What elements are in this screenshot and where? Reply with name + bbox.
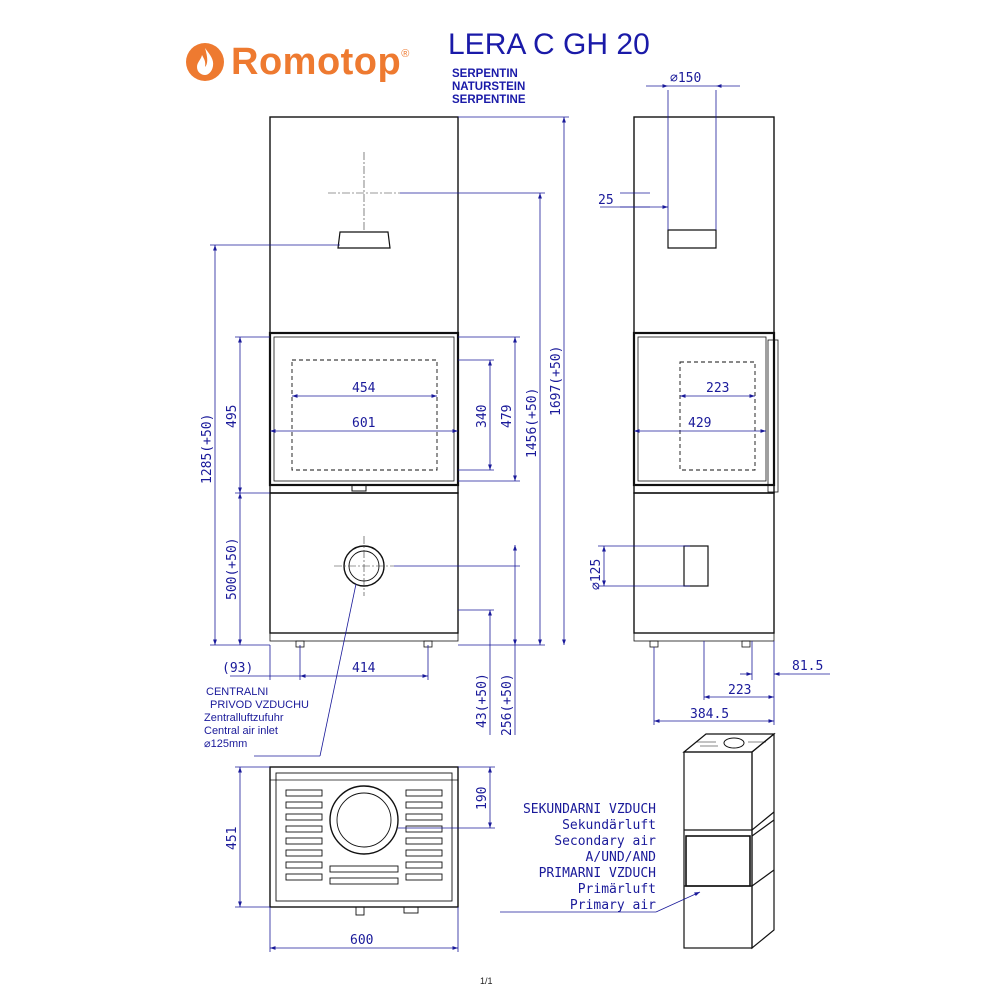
- air-note-line: A/UND/AND: [585, 850, 656, 865]
- iso-top-face: [682, 733, 776, 753]
- dimensions: [210, 84, 830, 952]
- central-air-note-line: PRIVOD VZDUCHU: [210, 699, 310, 711]
- side-view: [632, 90, 779, 648]
- side-plinth: [633, 632, 775, 642]
- dimension-labels: 454 601 340 479 495 1285(+50) 500(+50) 1…: [200, 71, 823, 948]
- central-air-note-line: Zentralluftzufuhr: [204, 712, 284, 724]
- air-note-line: Sekundärluft: [562, 818, 656, 833]
- top-view: [269, 766, 459, 916]
- dim-500: 500(+50): [225, 537, 240, 600]
- dim-454: 454: [352, 381, 376, 396]
- dim-81-5: 81.5: [792, 659, 823, 674]
- iso-view: [682, 732, 776, 950]
- top-flue-ring: [329, 785, 399, 855]
- dim-dia-125: ⌀125: [589, 559, 604, 590]
- air-supply-note: SEKUNDARNI VZDUCH Sekundärluft Secondary…: [496, 802, 656, 914]
- dim-1285: 1285(+50): [200, 414, 215, 484]
- top-inner-outline: [275, 772, 453, 902]
- air-note-line: PRIMARNI VZDUCH: [538, 866, 656, 881]
- side-air-inlet: [683, 545, 709, 587]
- central-air-note: CENTRALNI PRIVOD VZDUCHU Zentralluftzufu…: [204, 686, 309, 751]
- iso-front-face: [683, 751, 753, 949]
- dim-1456: 1456(+50): [525, 388, 540, 458]
- side-firebox-hidden: [679, 361, 756, 471]
- dim-223-upper: 223: [706, 381, 729, 396]
- finish-label-cz: SERPENTIN: [452, 68, 518, 80]
- dim-495: 495: [225, 405, 240, 428]
- dim-384-5: 384.5: [690, 707, 729, 722]
- dim-429: 429: [688, 416, 711, 431]
- dim-223-lower: 223: [728, 683, 751, 698]
- brand-logo: Romotop ®: [183, 36, 409, 88]
- top-outline: [269, 766, 459, 908]
- front-glass: [273, 336, 455, 482]
- dim-340: 340: [475, 405, 490, 428]
- model-title: LERA C GH 20: [448, 28, 650, 61]
- side-glass: [637, 336, 767, 482]
- dim-600: 600: [350, 933, 373, 948]
- front-door-ledge: [269, 484, 459, 494]
- brand-name: Romotop: [231, 40, 402, 83]
- side-lower-cladding: [633, 492, 775, 634]
- central-air-note-line: ⌀125mm: [204, 738, 248, 750]
- air-note-line: Secondary air: [554, 834, 656, 849]
- top-flue-opening: [336, 792, 392, 848]
- side-door-ledge: [633, 484, 775, 494]
- front-centerlines: [328, 152, 400, 596]
- page-number: 1/1: [480, 976, 493, 986]
- top-grille-slots: [285, 789, 443, 885]
- finish-label-en: SERPENTINE: [452, 94, 526, 106]
- dim-414: 414: [352, 661, 376, 676]
- dim-479: 479: [500, 405, 515, 428]
- side-flue-collar: [667, 229, 717, 249]
- flame-logo-icon: [186, 43, 224, 81]
- front-flue-collar: [337, 231, 391, 249]
- central-air-note-line: Central air inlet: [204, 725, 278, 737]
- front-firebox-hidden: [291, 359, 438, 471]
- side-foot-right: [741, 640, 751, 648]
- front-lower-cladding: [269, 492, 459, 634]
- front-air-control: [351, 484, 367, 492]
- air-note-line: Primärluft: [577, 882, 656, 897]
- side-upper-cladding: [633, 116, 775, 334]
- front-plinth: [269, 632, 459, 642]
- side-foot-left: [649, 640, 659, 648]
- dim-dia-150: ⌀150: [670, 71, 701, 86]
- dim-256: 256(+50): [500, 673, 515, 736]
- dim-601: 601: [352, 416, 375, 431]
- dim-190: 190: [475, 787, 490, 810]
- front-firebox-frame: [268, 331, 460, 487]
- dim-93: (93): [222, 661, 253, 676]
- air-note-line: SEKUNDARNI VZDUCH: [522, 802, 656, 817]
- front-view: [268, 116, 460, 648]
- dim-25: 25: [598, 193, 614, 208]
- dim-1697: 1697(+50): [549, 346, 564, 416]
- side-firebox-frame: [632, 331, 776, 487]
- brand-registered-mark: ®: [401, 48, 410, 60]
- finish-label-de: NATURSTEIN: [452, 81, 526, 93]
- central-air-note-line: CENTRALNI: [206, 686, 269, 698]
- side-door-hinge: [767, 339, 779, 493]
- iso-side-face: [751, 732, 775, 950]
- dim-43: 43(+50): [475, 673, 490, 728]
- air-note-line: Primary air: [569, 898, 656, 913]
- dim-451: 451: [225, 827, 240, 850]
